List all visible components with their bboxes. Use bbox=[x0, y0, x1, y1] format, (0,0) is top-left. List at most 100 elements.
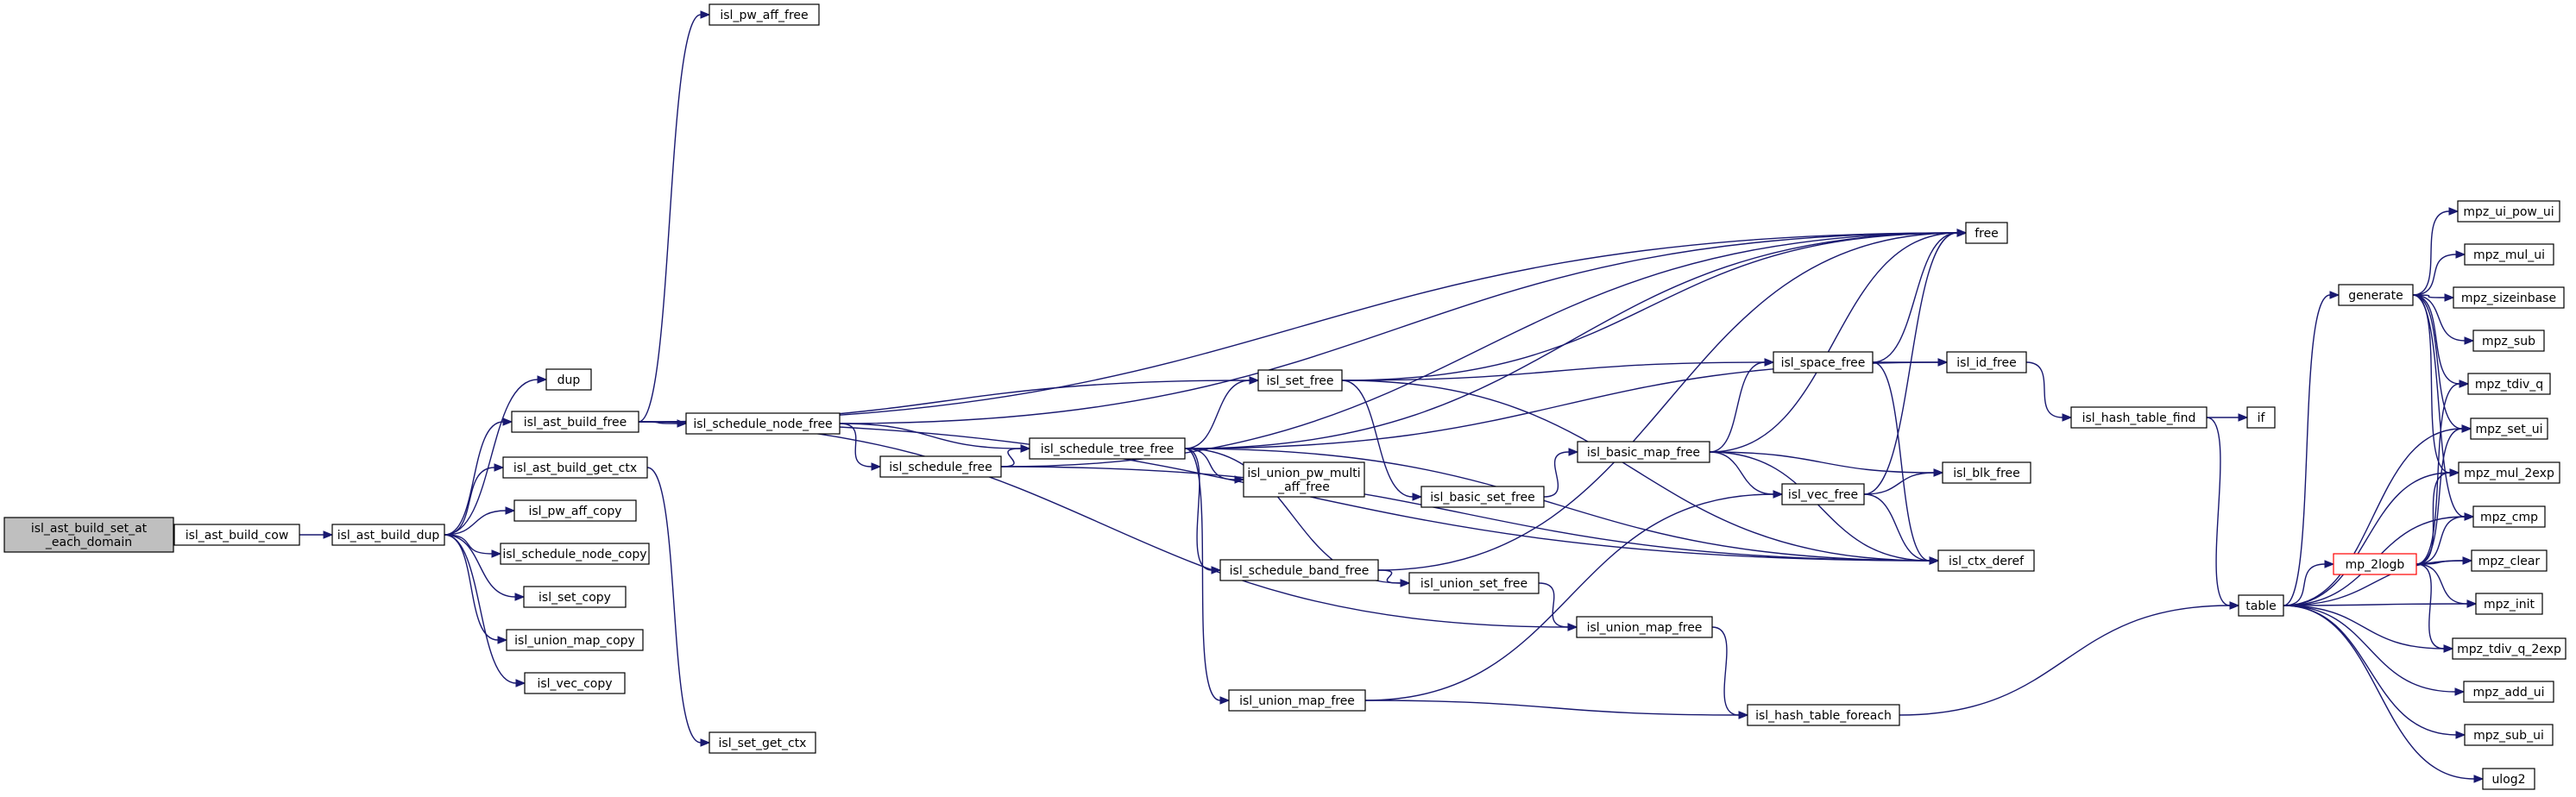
node-free[interactable]: free bbox=[1965, 222, 2008, 244]
node-ctxderef[interactable]: isl_ctx_deref bbox=[1937, 549, 2035, 572]
node-bmapfree[interactable]: isl_basic_map_free bbox=[1577, 441, 1710, 463]
node-subui[interactable]: mpz_sub_ui bbox=[2464, 724, 2554, 746]
node-dup[interactable]: isl_ast_build_dup bbox=[331, 524, 445, 546]
edge-path bbox=[1377, 232, 1958, 571]
edge-stfree-to-free bbox=[1184, 229, 1968, 449]
node-box bbox=[1747, 704, 1900, 726]
node-schedfree[interactable]: isl_schedule_free bbox=[879, 455, 1002, 478]
edge-arrowhead bbox=[2461, 424, 2472, 433]
edge-path bbox=[1863, 493, 1930, 562]
node-label: isl_ast_build_cow bbox=[186, 529, 289, 543]
node-setfree[interactable]: isl_set_free bbox=[1257, 369, 1343, 392]
edge-path bbox=[1364, 700, 1740, 716]
node-snodefree[interactable]: isl_schedule_node_free bbox=[685, 412, 841, 435]
edge-table-to-subui bbox=[2283, 605, 2466, 739]
node-setgetctx[interactable]: isl_set_get_ctx bbox=[709, 731, 816, 754]
edge-arrowhead bbox=[1412, 493, 1423, 501]
node-powui[interactable]: mpz_ui_pow_ui bbox=[2457, 200, 2560, 223]
edge-arrowhead bbox=[497, 636, 508, 644]
edge-table-to-ulog2 bbox=[2283, 605, 2485, 783]
node-bsetfree[interactable]: isl_basic_set_free bbox=[1420, 486, 1545, 508]
node-addui[interactable]: mpz_add_ui bbox=[2463, 681, 2554, 703]
node-idfree[interactable]: isl_id_free bbox=[1946, 351, 2027, 373]
node-box bbox=[513, 499, 637, 522]
node-pwaffcopy[interactable]: isl_pw_aff_copy bbox=[513, 499, 637, 522]
edge-table-to-generate bbox=[2283, 291, 2340, 606]
node-label: isl_schedule_node_copy bbox=[502, 548, 646, 562]
node-getctx[interactable]: isl_ast_build_get_ctx bbox=[502, 456, 648, 479]
edge-mp2logb-to-mul2exp bbox=[2415, 468, 2460, 565]
node-sub[interactable]: mpz_sub bbox=[2472, 329, 2545, 352]
edge-arrowhead bbox=[323, 530, 334, 539]
node-setcopy[interactable]: isl_set_copy bbox=[523, 586, 627, 608]
node-snodecopy[interactable]: isl_schedule_node_copy bbox=[500, 543, 650, 565]
node-umapfree1[interactable]: isl_union_map_free bbox=[1228, 689, 1366, 712]
node-blkfree[interactable]: isl_blk_free bbox=[1942, 461, 2031, 484]
node-init[interactable]: mpz_init bbox=[2475, 593, 2543, 615]
edge-bandfree-to-free bbox=[1377, 229, 1968, 571]
node-root[interactable]: isl_ast_build_set_at_each_domain bbox=[3, 517, 174, 553]
edge-path bbox=[1341, 380, 1930, 562]
node-box bbox=[1965, 222, 2008, 244]
node-label: isl_schedule_band_free bbox=[1230, 564, 1370, 578]
node-iff[interactable]: if bbox=[2246, 406, 2276, 429]
node-tdivq2exp[interactable]: mpz_tdiv_q_2exp bbox=[2452, 637, 2567, 660]
node-generate[interactable]: generate bbox=[2338, 284, 2414, 306]
node-htfind[interactable]: isl_hash_table_find bbox=[2070, 406, 2208, 429]
edge-path bbox=[1184, 448, 1930, 562]
node-label: mpz_sub_ui bbox=[2473, 729, 2544, 743]
node-mului[interactable]: mpz_mul_ui bbox=[2464, 243, 2554, 266]
edge-path bbox=[1000, 232, 1958, 468]
node-usetfree[interactable]: isl_union_set_free bbox=[1408, 572, 1540, 594]
node-cow[interactable]: isl_ast_build_cow bbox=[173, 524, 300, 546]
edge-path bbox=[444, 510, 507, 536]
node-vecfree[interactable]: isl_vec_free bbox=[1781, 483, 1865, 505]
node-mp2logb[interactable]: mp_2logb bbox=[2333, 553, 2417, 575]
edge-path bbox=[2283, 294, 2331, 606]
node-clear[interactable]: mpz_clear bbox=[2471, 549, 2548, 572]
edge-arrowhead bbox=[537, 375, 548, 384]
node-label: mpz_ui_pow_ui bbox=[2463, 205, 2554, 219]
edge-path bbox=[2415, 516, 2466, 565]
node-umapfree2[interactable]: isl_union_map_free bbox=[1576, 616, 1713, 638]
node-box bbox=[2471, 549, 2548, 572]
node-upmafree[interactable]: isl_union_pw_multi_aff_free bbox=[1243, 461, 1365, 498]
edge-path bbox=[1184, 448, 1212, 571]
edge-umapfree2-to-htforeach bbox=[1711, 626, 1749, 719]
edge-arrowhead bbox=[505, 506, 516, 515]
node-pwafffree[interactable]: isl_pw_aff_free bbox=[709, 3, 820, 26]
edge-arrowhead bbox=[700, 10, 711, 19]
node-ulog2[interactable]: ulog2 bbox=[2482, 768, 2535, 790]
node-umapcopy[interactable]: isl_union_map_copy bbox=[506, 629, 644, 651]
edge-path bbox=[1184, 448, 1221, 701]
node-setui[interactable]: mpz_set_ui bbox=[2470, 417, 2548, 440]
node-tdivq[interactable]: mpz_tdiv_q bbox=[2467, 373, 2551, 395]
node-table[interactable]: table bbox=[2238, 594, 2284, 617]
node-mul2exp[interactable]: mpz_mul_2exp bbox=[2458, 461, 2560, 484]
node-box bbox=[2246, 406, 2276, 429]
node-cmp[interactable]: mpz_cmp bbox=[2472, 505, 2546, 528]
node-dupf[interactable]: dup bbox=[545, 368, 592, 391]
edge-path bbox=[839, 232, 1958, 424]
node-veccopy[interactable]: isl_vec_copy bbox=[524, 672, 626, 694]
node-label: mpz_mul_ui bbox=[2473, 248, 2545, 262]
edge-arrowhead bbox=[1567, 623, 1578, 631]
node-label: mpz_sub bbox=[2482, 335, 2535, 348]
edge-path bbox=[1538, 582, 1569, 628]
edge-generate-to-mul2exp bbox=[2412, 294, 2460, 477]
node-sizeinbase[interactable]: mpz_sizeinbase bbox=[2453, 286, 2565, 309]
edge-path bbox=[2415, 560, 2464, 565]
edge-arrowhead bbox=[2464, 512, 2475, 521]
node-label: _each_domain bbox=[45, 536, 132, 549]
node-stfree[interactable]: isl_schedule_tree_free bbox=[1029, 437, 1186, 460]
node-box bbox=[523, 586, 627, 608]
edge-generate-to-mului bbox=[2412, 250, 2466, 296]
node-htforeach[interactable]: isl_hash_table_foreach bbox=[1747, 704, 1900, 726]
node-label: if bbox=[2258, 411, 2266, 425]
edge-abfree-to-pwafffree bbox=[638, 10, 711, 423]
edge-bmapfree-to-ctxderef bbox=[1709, 451, 1940, 565]
edge-arrowhead bbox=[2466, 599, 2478, 608]
node-bandfree[interactable]: isl_schedule_band_free bbox=[1219, 559, 1379, 581]
node-spacefree[interactable]: isl_space_free bbox=[1773, 351, 1874, 373]
node-abfree[interactable]: isl_ast_build_free bbox=[511, 411, 639, 433]
